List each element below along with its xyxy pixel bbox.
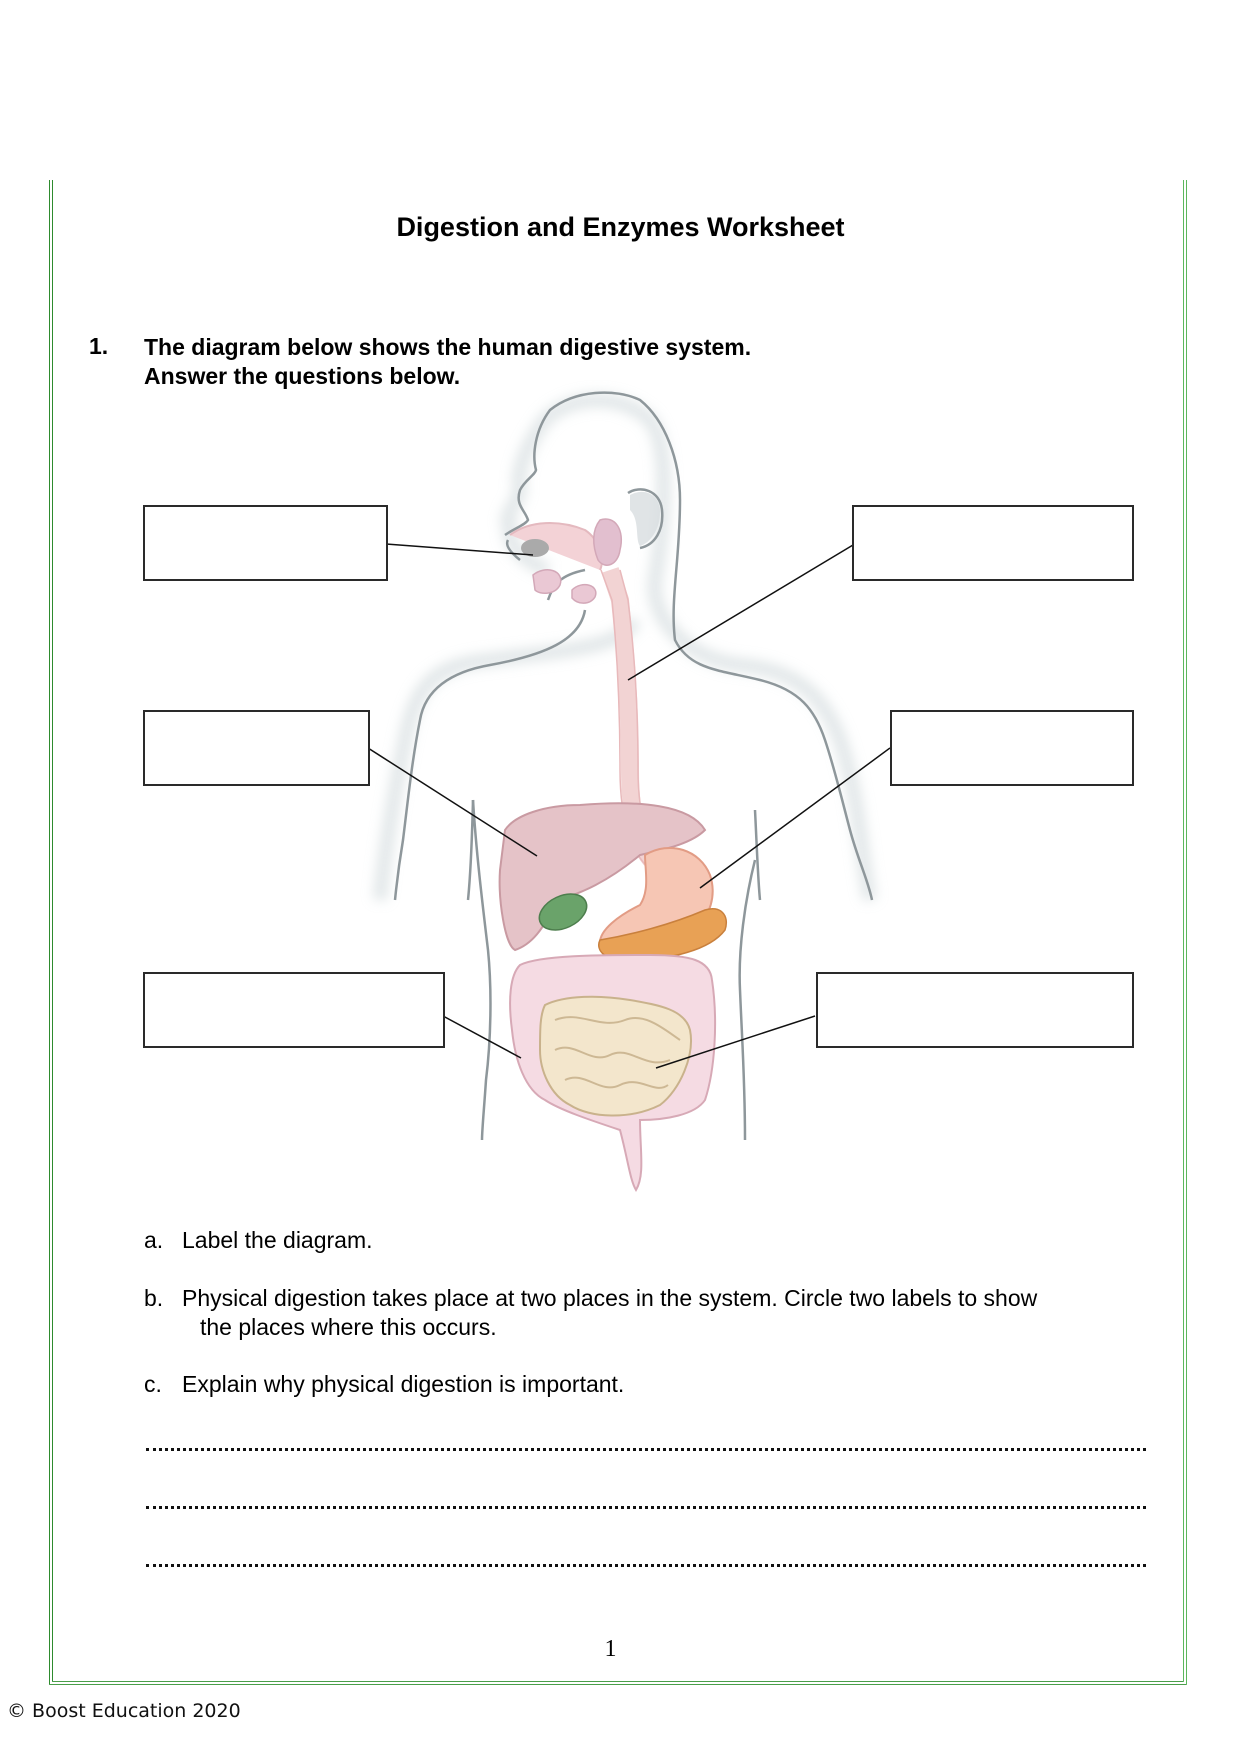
question-prompt: The diagram below shows the human digest… [144,333,751,391]
question-prompt-line1: The diagram below shows the human digest… [144,334,752,360]
sub-question-text: Explain why physical digestion is import… [182,1371,625,1397]
question-prompt-line2: Answer the questions below. [144,363,461,389]
label-box-stomach[interactable] [890,710,1134,786]
sub-question-letter: c. [144,1371,162,1397]
copyright-footer: © Boost Education 2020 [7,1700,241,1722]
label-box-large-intestine[interactable] [143,972,445,1048]
answer-line-1[interactable] [146,1448,1146,1451]
label-box-liver[interactable] [143,710,370,786]
answer-line-3[interactable] [146,1564,1146,1567]
label-box-oesophagus[interactable] [852,505,1134,581]
sub-question-text: Label the diagram. [182,1227,373,1253]
sub-question-letter: b. [144,1285,164,1311]
sub-question-letter: a. [144,1227,164,1253]
sub-question-text: Physical digestion takes place at two pl… [182,1285,1038,1311]
page-number: 1 [604,1636,617,1662]
label-box-small-intestine[interactable] [816,972,1134,1048]
page-border [49,180,1187,1685]
sub-question-b: b. Physical digestion takes place at two … [144,1284,1037,1342]
page-title: Digestion and Enzymes Worksheet [396,212,845,242]
question-number: 1. [89,333,109,359]
sub-question-c: c. Explain why physical digestion is impo… [144,1370,624,1399]
answer-line-2[interactable] [146,1506,1146,1509]
sub-question-continuation: the places where this occurs. [200,1314,497,1340]
sub-question-a: a. Label the diagram. [144,1226,373,1255]
label-box-mouth[interactable] [143,505,388,581]
